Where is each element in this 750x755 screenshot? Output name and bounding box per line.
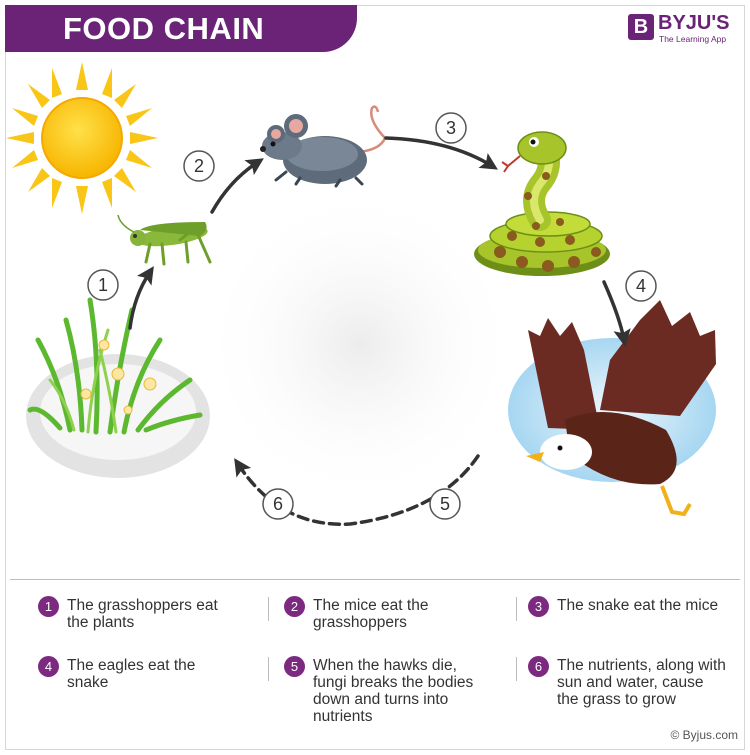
copyright-text: © Byjus.com (670, 728, 738, 742)
legend-item-6: 6 The nutrients, along with sun and wate… (528, 656, 727, 708)
legend-item-1: 1 The grasshoppers eat the plants (38, 596, 237, 631)
legend-badge: 4 (38, 656, 59, 677)
arrow-3 (384, 136, 498, 170)
legend-item-4: 4 The eagles eat the snake (38, 656, 237, 691)
legend-item-3: 3 The snake eat the mice (528, 596, 727, 617)
svg-text:3: 3 (446, 118, 456, 138)
legend-text: The nutrients, along with sun and water,… (557, 657, 726, 708)
number-circle-4: 4 (625, 270, 657, 302)
legend-separator (516, 597, 517, 621)
mouse-icon (260, 105, 387, 188)
legend-text: The grasshoppers eat the plants (67, 597, 218, 631)
legend-text: When the hawks die, fungi breaks the bod… (313, 657, 474, 725)
svg-text:4: 4 (636, 276, 646, 296)
logo-name: BYJU'S (658, 12, 730, 34)
legend-item-2: 2 The mice eat the grasshoppers (284, 596, 483, 631)
sun-icon (6, 62, 158, 214)
arrow-1 (128, 266, 154, 330)
svg-text:1: 1 (98, 275, 108, 295)
number-circle-2: 2 (183, 150, 215, 182)
number-circle-6: 6 (262, 488, 294, 520)
legend-badge: 1 (38, 596, 59, 617)
logo-tagline: The Learning App (659, 34, 727, 44)
svg-text:2: 2 (194, 156, 204, 176)
legend-separator (268, 657, 269, 681)
chain-arrows (128, 136, 631, 526)
svg-text:6: 6 (273, 494, 283, 514)
food-chain-diagram: 1 2 3 4 5 6 (6, 62, 716, 526)
grass-plant-icon (26, 297, 210, 478)
title-banner: FOOD CHAIN (5, 5, 357, 52)
eagle-icon (508, 300, 716, 517)
legend-text: The eagles eat the snake (67, 657, 196, 691)
legend-text: The mice eat the grasshoppers (313, 597, 429, 631)
byjus-logo: B BYJU'S The Learning App (628, 12, 740, 46)
legend-badge: 2 (284, 596, 305, 617)
arrow-4 (602, 280, 631, 347)
number-circle-5: 5 (429, 488, 461, 520)
legend-separator (516, 657, 517, 681)
grasshopper-icon (117, 214, 212, 266)
number-circle-1: 1 (87, 269, 119, 301)
center-glow (200, 185, 520, 505)
legend-item-5: 5 When the hawks die, fungi breaks the b… (284, 656, 483, 725)
snake-icon (474, 131, 610, 276)
svg-text:5: 5 (440, 494, 450, 514)
legend-badge: 3 (528, 596, 549, 617)
page-title: FOOD CHAIN (63, 10, 265, 46)
legend-divider (10, 579, 740, 580)
arrow-5-6-decomposition (234, 454, 480, 526)
arrow-2 (210, 158, 264, 214)
legend-separator (268, 597, 269, 621)
legend-text: The snake eat the mice (557, 597, 719, 614)
legend-badge: 5 (284, 656, 305, 677)
logo-mark: B (628, 14, 654, 40)
legend-badge: 6 (528, 656, 549, 677)
number-circle-3: 3 (435, 112, 467, 144)
